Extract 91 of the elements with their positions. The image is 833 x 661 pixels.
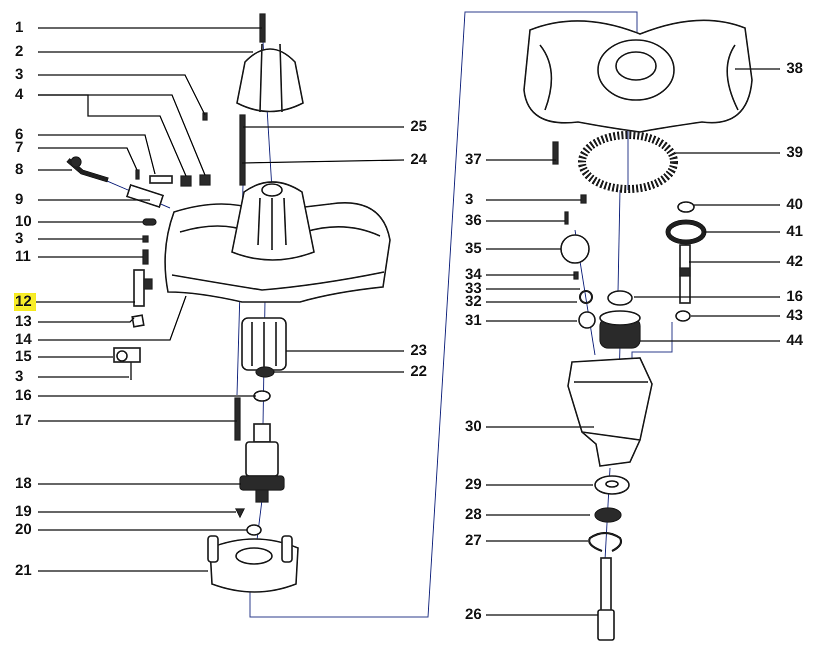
leader-line: [486, 301, 577, 303]
leader-line: [38, 238, 143, 240]
callout-number: 15: [14, 348, 38, 366]
callout-number: 10: [14, 213, 38, 231]
leader-line: [486, 514, 590, 516]
leader-line: [38, 199, 150, 201]
callout-number: 42: [780, 253, 804, 271]
leader-line: [38, 511, 236, 513]
leader-line: [38, 318, 134, 323]
leader-line: [243, 126, 404, 128]
callout-number: 1: [14, 19, 38, 37]
callout-number: 32: [464, 293, 486, 311]
callout-number: 12: [14, 293, 36, 311]
leader-line: [486, 540, 588, 542]
callout-number: 19: [14, 503, 38, 521]
callout-number: 3: [14, 230, 38, 248]
leader-line: [689, 261, 780, 263]
leader-line: [286, 350, 404, 352]
callout-number: 3: [14, 368, 38, 386]
leader-line: [38, 147, 138, 170]
leader-line: [38, 51, 253, 53]
callout-number: 14: [14, 331, 38, 349]
leader-line: [486, 248, 561, 250]
leader-line: [38, 570, 208, 572]
callout-number: 7: [14, 139, 38, 157]
leader-line: [38, 169, 72, 171]
leader-line: [704, 231, 780, 233]
callout-number: 24: [404, 151, 428, 169]
leader-line: [38, 395, 256, 397]
leader-line: [486, 288, 580, 290]
callout-number: 17: [14, 412, 38, 430]
leader-line: [735, 68, 780, 70]
leader-line: [486, 614, 598, 616]
leader-line: [38, 256, 143, 258]
leader-line: [38, 134, 156, 174]
leader-line: [242, 159, 404, 164]
callout-number: 3: [14, 66, 38, 84]
callout-number: 20: [14, 521, 38, 539]
callout-number: 3: [464, 191, 486, 209]
leader-line: [38, 420, 237, 422]
callout-number: 25: [404, 118, 428, 136]
leader-line: [38, 27, 262, 29]
callout-number: 31: [464, 312, 486, 330]
leader-line: [38, 483, 241, 485]
callout-number: 22: [404, 363, 428, 381]
leader-line: [486, 426, 594, 428]
callout-number: 13: [14, 313, 38, 331]
leader-line: [486, 159, 556, 161]
callout-number: 40: [780, 196, 804, 214]
callout-number: 9: [14, 191, 38, 209]
callout-number: 29: [464, 476, 486, 494]
callout-number: 43: [780, 307, 804, 325]
leader-line: [486, 220, 565, 222]
leader-line: [38, 356, 113, 358]
callout-number: 39: [780, 144, 804, 162]
leader-line: [676, 152, 780, 154]
callout-number: 26: [464, 606, 486, 624]
callout-number: 16: [780, 288, 804, 306]
leader-line: [640, 340, 780, 342]
callout-number: 35: [464, 240, 486, 258]
callout-number: 27: [464, 532, 486, 550]
leader-line: [486, 274, 575, 276]
leader-line: [38, 529, 247, 531]
callout-number: 18: [14, 475, 38, 493]
leader-line: [273, 371, 404, 373]
leader-line: [38, 296, 187, 341]
callout-number: 11: [14, 248, 38, 266]
leader-line: [486, 320, 577, 322]
callout-number: 36: [464, 212, 486, 230]
callout-number: 34: [464, 266, 486, 284]
leader-line: [36, 301, 135, 303]
callout-number: 21: [14, 562, 38, 580]
callout-number: 16: [14, 387, 38, 405]
callout-number: 8: [14, 161, 38, 179]
leader-line: [38, 376, 129, 378]
leader-line: [486, 199, 581, 201]
callout-number: 44: [780, 332, 804, 350]
leader-line: [634, 296, 780, 298]
leader-line: [38, 74, 206, 116]
callout-number: 2: [14, 43, 38, 61]
leader-line: [691, 315, 780, 317]
callout-number: 4: [14, 86, 38, 104]
callout-number: 38: [780, 60, 804, 78]
callout-number: 23: [404, 342, 428, 360]
callout-number: 28: [464, 506, 486, 524]
leader-line: [486, 484, 593, 486]
leader-line: [38, 221, 143, 223]
callout-number: 30: [464, 418, 486, 436]
leader-line: [694, 204, 780, 206]
callout-number: 37: [464, 151, 486, 169]
callout-number: 41: [780, 223, 804, 241]
